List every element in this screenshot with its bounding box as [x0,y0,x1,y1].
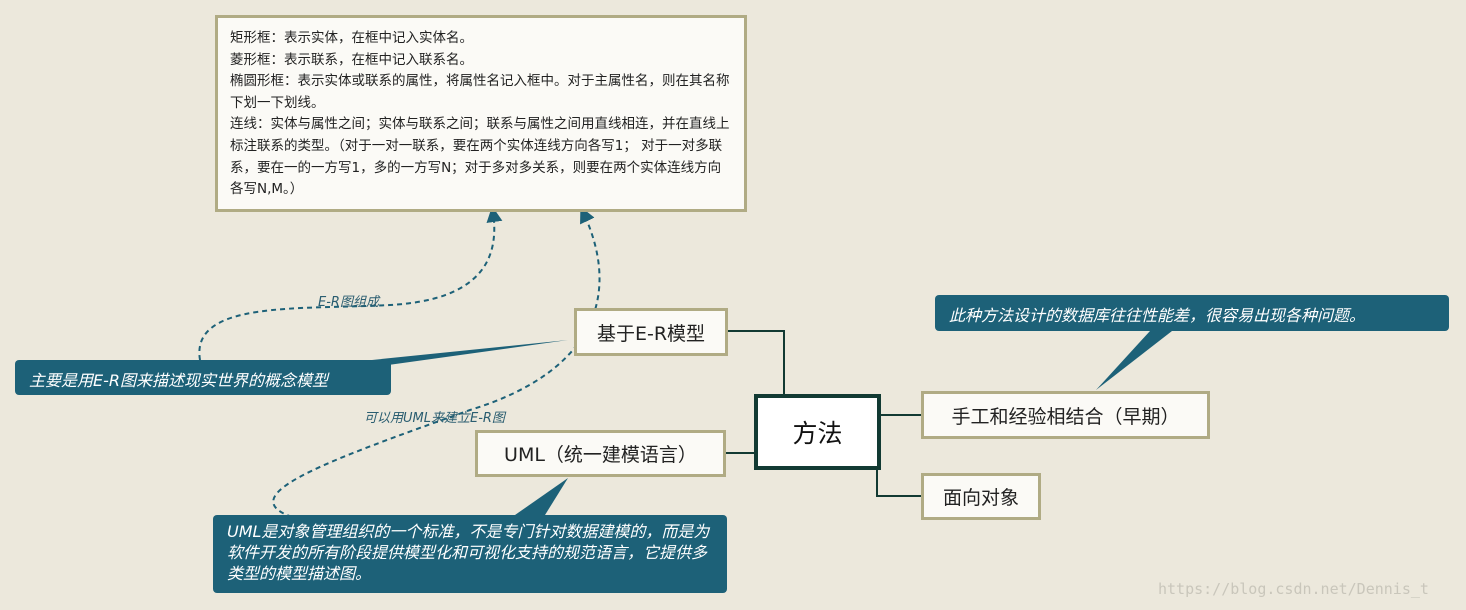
branch-object-oriented[interactable]: 面向对象 [921,473,1041,520]
connector-root-er [728,330,785,394]
branch-uml-label: UML（统一建模语言） [504,444,697,466]
watermark: https://blog.csdn.net/Dennis_t [1158,580,1429,598]
callout-pointer-manual [1096,331,1172,390]
er-notation-note: 矩形框：表示实体，在框中记入实体名。 菱形框：表示联系，在框中记入联系名。 椭圆… [215,15,747,212]
callout-manual[interactable]: 此种方法设计的数据库往往性能差，很容易出现各种问题。 [935,295,1449,331]
branch-uml[interactable]: UML（统一建模语言） [475,430,726,477]
note-line-connector: 连线：实体与属性之间；实体与联系之间；联系与属性之间用直线相连，并在直线上标注联… [230,116,730,198]
branch-object-oriented-label: 面向对象 [942,487,1019,509]
note-line-diamond: 菱形框：表示联系，在框中记入联系名。 [230,51,473,68]
callout-pointer-uml [515,478,568,515]
note-line-rectangle: 矩形框：表示实体，在框中记入实体名。 [230,30,473,46]
callout-er-model[interactable]: 主要是用E-R图来描述现实世界的概念模型 [15,360,391,395]
relation-er-to-note [198,206,503,361]
callout-uml[interactable]: UML是对象管理组织的一个标准，不是专门针对数据建模的，而是为软件开发的所有阶段… [213,515,727,593]
note-line-ellipse: 椭圆形框：表示实体或联系的属性，将属性名记入框中。对于主属性名，则在其名称下划一… [230,73,730,111]
relation-label-er: E-R图组成 [318,295,379,310]
branch-er-model[interactable]: 基于E-R模型 [574,308,728,356]
callout-pointer-er [352,340,568,370]
root-node-label: 方法 [792,419,843,448]
relation-label-uml: 可以用UML来建立E-R图 [364,411,505,426]
root-node[interactable]: 方法 [754,394,881,470]
connector-root-oo [876,470,921,497]
branch-manual[interactable]: 手工和经验相结合（早期） [921,391,1210,439]
branch-er-model-label: 基于E-R模型 [596,322,706,345]
relation-uml-to-note [272,206,601,518]
branch-manual-label: 手工和经验相结合（早期） [951,405,1180,428]
